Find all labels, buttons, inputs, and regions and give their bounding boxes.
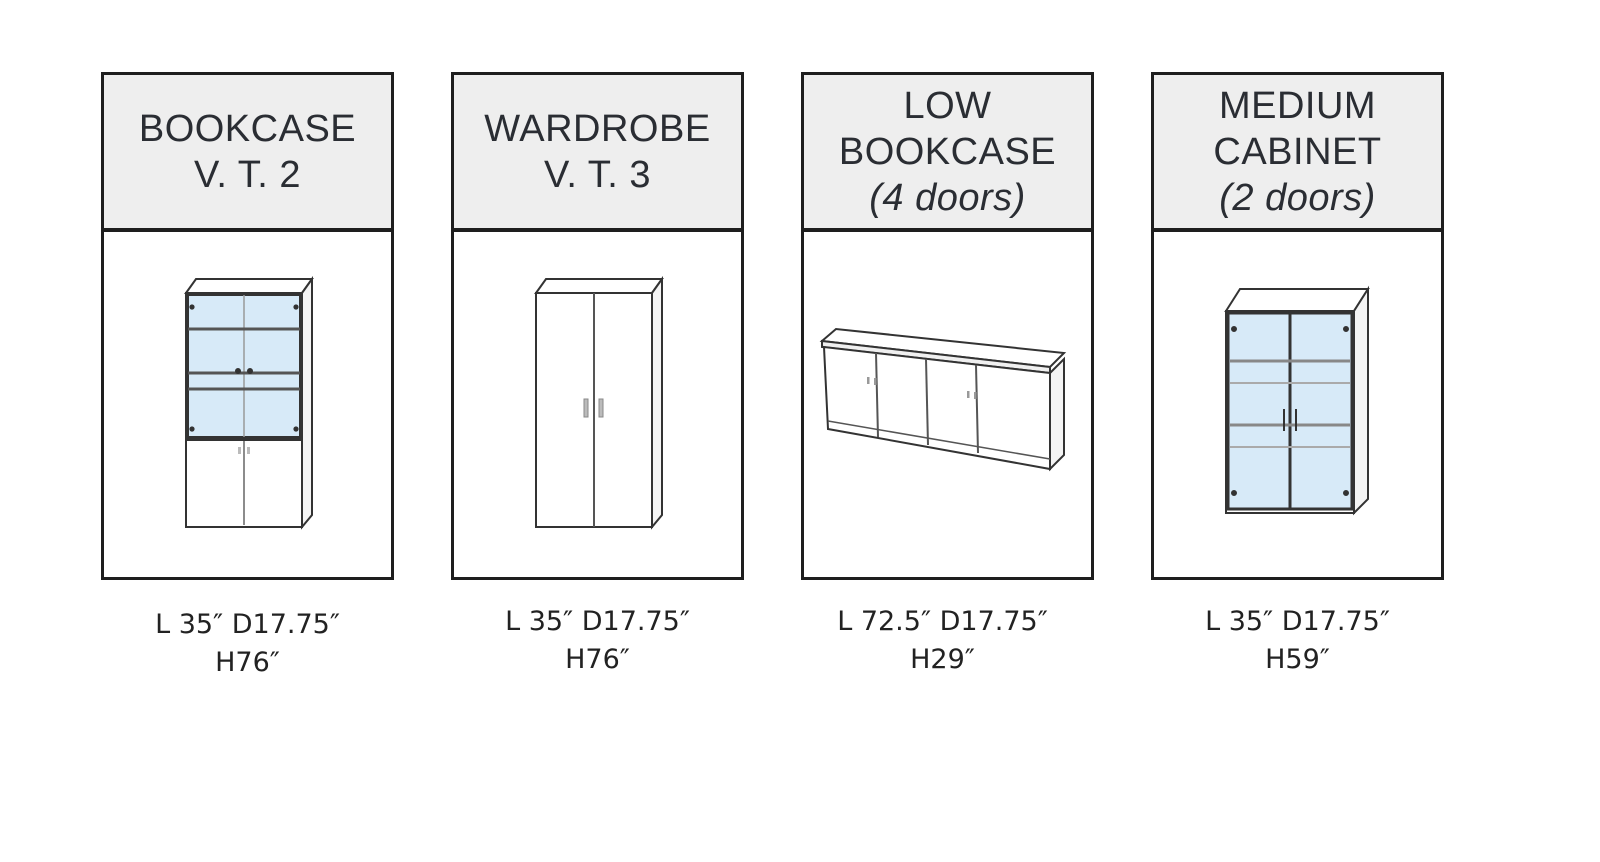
product-name-line: CABINET bbox=[1213, 130, 1382, 173]
dimensions-line: H29″ bbox=[910, 644, 975, 675]
product-name-line: MEDIUM bbox=[1218, 84, 1377, 127]
product-name-line: V. T. 3 bbox=[543, 153, 652, 196]
dimensions-line: L 35″ D17.75″ bbox=[155, 609, 340, 640]
product-name-line: BOOKCASE bbox=[838, 130, 1057, 173]
glass-cabinet-icon bbox=[1223, 285, 1370, 515]
glass-bookcase-icon bbox=[183, 275, 314, 530]
dimensions-line: H59″ bbox=[1265, 644, 1330, 675]
product-illustration-area bbox=[1154, 232, 1441, 577]
product-card-low-bookcase: LOW BOOKCASE (4 doors) bbox=[801, 72, 1094, 580]
product-card-medium-cabinet: MEDIUM CABINET (2 doors) bbox=[1151, 72, 1444, 580]
product-card-header: BOOKCASE V. T. 2 bbox=[104, 75, 391, 232]
product-name-line: BOOKCASE bbox=[138, 107, 357, 150]
product-illustration-area bbox=[804, 232, 1091, 577]
product-name-line: V. T. 2 bbox=[193, 153, 302, 196]
product-dimensions-bookcase: L 35″ D17.75″ H76″ bbox=[101, 606, 394, 682]
product-illustration-area bbox=[454, 232, 741, 577]
product-card-header: LOW BOOKCASE (4 doors) bbox=[804, 75, 1091, 232]
product-illustration-area bbox=[104, 232, 391, 577]
dimensions-line: L 35″ D17.75″ bbox=[505, 606, 690, 637]
dimensions-line: L 72.5″ D17.75″ bbox=[837, 606, 1048, 637]
product-name-line: (4 doors) bbox=[869, 176, 1026, 219]
low-cabinet-icon bbox=[819, 327, 1066, 471]
dimensions-line: H76″ bbox=[215, 647, 280, 678]
product-dimensions-low-bookcase: L 72.5″ D17.75″ H29″ bbox=[796, 603, 1089, 679]
dimensions-line: L 35″ D17.75″ bbox=[1205, 606, 1390, 637]
product-card-bookcase: BOOKCASE V. T. 2 bbox=[101, 72, 394, 580]
product-card-wardrobe: WARDROBE V. T. 3 bbox=[451, 72, 744, 580]
product-name-line: (2 doors) bbox=[1219, 176, 1376, 219]
product-dimensions-wardrobe: L 35″ D17.75″ H76″ bbox=[451, 603, 744, 679]
product-name-line: LOW bbox=[903, 84, 992, 127]
product-dimensions-medium-cabinet: L 35″ D17.75″ H59″ bbox=[1151, 603, 1444, 679]
product-name-line: WARDROBE bbox=[484, 107, 711, 150]
product-card-header: WARDROBE V. T. 3 bbox=[454, 75, 741, 232]
dimensions-line: H76″ bbox=[565, 644, 630, 675]
wardrobe-icon bbox=[533, 275, 664, 530]
product-card-header: MEDIUM CABINET (2 doors) bbox=[1154, 75, 1441, 232]
